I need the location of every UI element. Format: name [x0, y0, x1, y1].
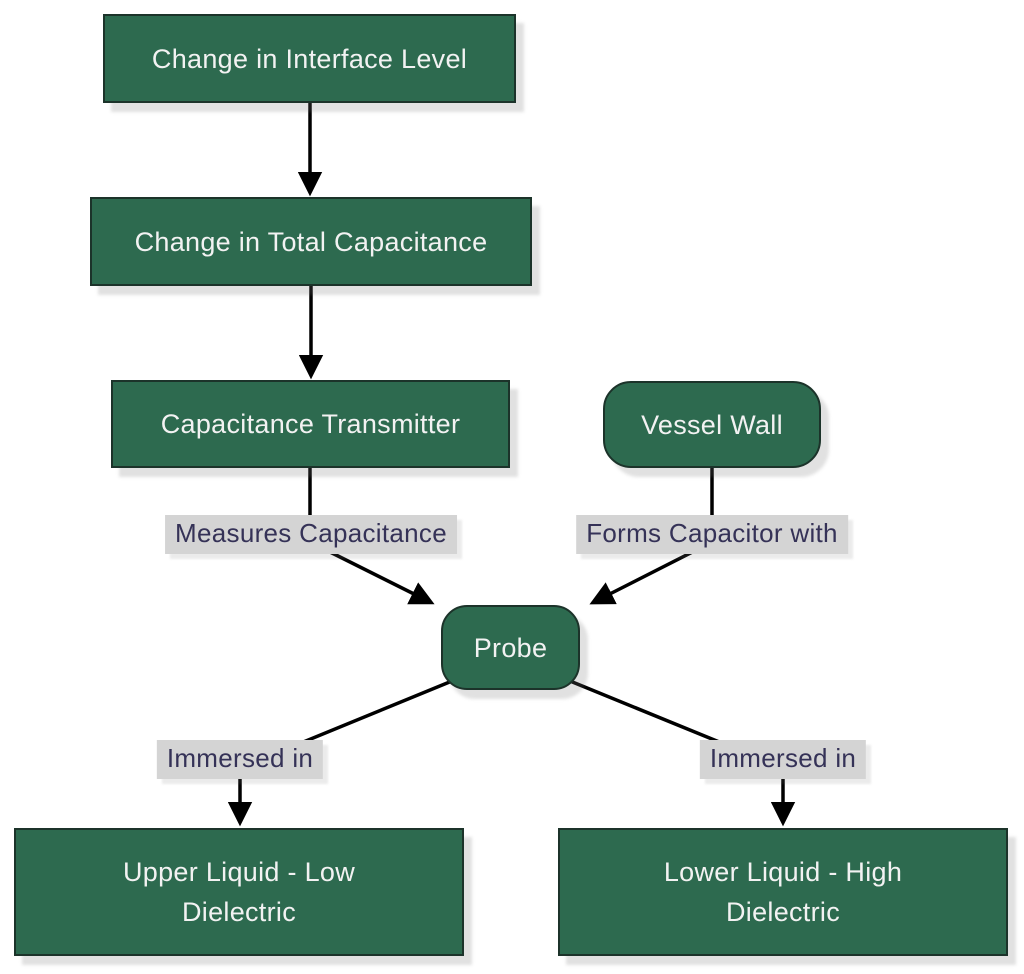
node-probe: Probe	[441, 605, 580, 690]
node-label: Lower Liquid - High Dielectric	[663, 857, 903, 927]
node-label: Change in Total Capacitance	[134, 226, 488, 257]
node-change-in-interface-level: Change in Interface Level	[103, 14, 516, 103]
node-upper-liquid-low-dielectric: Upper Liquid - Low Dielectric	[14, 828, 464, 956]
edge-label-measures-capacitance: Measures Capacitance	[165, 515, 457, 554]
node-capacitance-transmitter: Capacitance Transmitter	[111, 380, 510, 468]
node-vessel-wall: Vessel Wall	[603, 381, 821, 468]
node-label: Change in Interface Level	[151, 43, 468, 74]
edge-label-immersed-in-right: Immersed in	[699, 740, 867, 779]
node-lower-liquid-high-dielectric: Lower Liquid - High Dielectric	[558, 828, 1008, 956]
node-label: Upper Liquid - Low Dielectric	[122, 857, 356, 927]
node-label: Capacitance Transmitter	[160, 409, 461, 439]
edge-label-immersed-in-left: Immersed in	[156, 740, 324, 779]
node-label: Probe	[473, 632, 548, 663]
node-label: Vessel Wall	[641, 409, 783, 440]
edge-label-forms-capacitor-with: Forms Capacitor with	[576, 515, 848, 554]
node-change-in-total-capacitance: Change in Total Capacitance	[90, 197, 532, 286]
